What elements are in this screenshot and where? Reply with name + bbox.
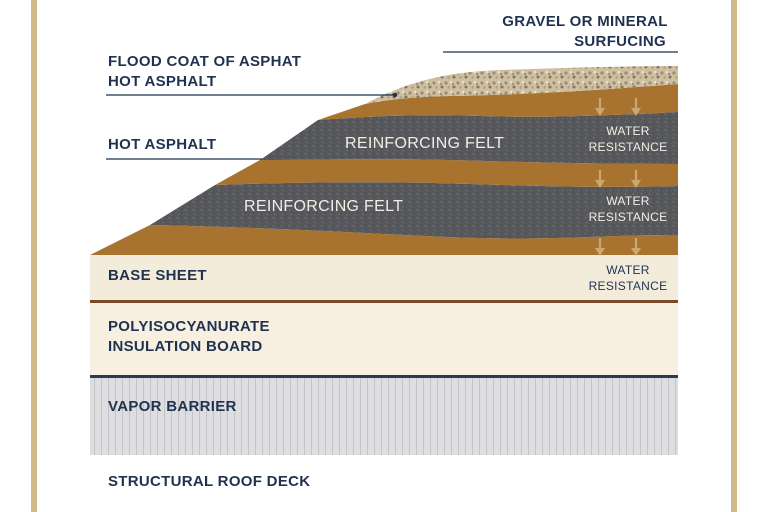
water-note-1: WATER RESISTANCE	[573, 123, 683, 155]
gravel-label-line1: GRAVEL OR MINERAL	[502, 13, 668, 30]
insulation-label: POLYISOCYANURATE INSULATION BOARD	[108, 317, 270, 357]
water-note-3: WATER RESISTANCE	[573, 262, 683, 294]
water-note-1-line2: RESISTANCE	[588, 140, 668, 154]
gravel-label: GRAVEL OR MINERAL SURFUCING	[478, 12, 692, 52]
middle-asphalt-layer	[215, 159, 678, 187]
insulation-layer	[90, 303, 678, 375]
water-note-2: WATER RESISTANCE	[573, 193, 683, 225]
frame-right-border	[731, 0, 737, 512]
bottom-asphalt-layer	[90, 225, 678, 255]
flood-coat-layer	[318, 84, 678, 120]
reinforcing-felt-bottom-label: REINFORCING FELT	[244, 198, 404, 215]
insulation-label-line1: POLYISOCYANURATE	[108, 318, 270, 335]
vapor-barrier-layer	[90, 378, 678, 455]
upper-felt-layer	[260, 112, 678, 164]
flood-leader-dot	[392, 92, 398, 98]
water-note-1-line1: WATER	[606, 124, 650, 138]
structural-deck-area	[37, 455, 731, 512]
insulation-top-line	[90, 300, 678, 303]
flood-label-line2: HOT ASPHALT	[108, 73, 217, 90]
water-note-2-line1: WATER	[606, 194, 650, 208]
reinforcing-felt-top-label: REINFORCING FELT	[345, 135, 505, 152]
lower-felt-layer	[150, 182, 678, 239]
water-note-3-line2: RESISTANCE	[588, 279, 668, 293]
insulation-label-line2: INSULATION BOARD	[108, 338, 263, 355]
vapor-barrier-top-line	[90, 375, 678, 378]
flood-label-line1: FLOOD COAT OF ASPHAT	[108, 53, 302, 70]
flood-coat-label: FLOOD COAT OF ASPHAT HOT ASPHALT	[108, 52, 301, 92]
water-note-3-line1: WATER	[606, 263, 650, 277]
water-note-2-line2: RESISTANCE	[588, 210, 668, 224]
base-sheet-label: BASE SHEET	[108, 267, 207, 284]
gravel-surfacing-layer	[365, 66, 678, 104]
gravel-label-line2: SURFUCING	[574, 33, 666, 50]
hot-asphalt-label: HOT ASPHALT	[108, 136, 217, 153]
vapor-barrier-label: VAPOR BARRIER	[108, 398, 237, 415]
structural-deck-label: STRUCTURAL ROOF DECK	[108, 473, 311, 490]
base-sheet-layer	[90, 255, 678, 300]
frame-left-border	[31, 0, 37, 512]
